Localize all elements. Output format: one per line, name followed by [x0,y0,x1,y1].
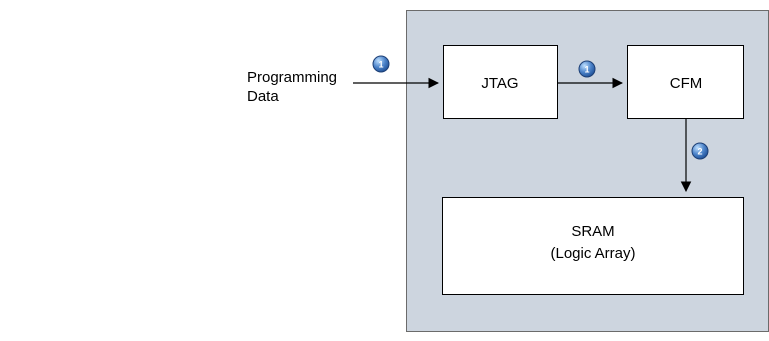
step-badge-input: 1 [372,55,390,73]
sram-label-line2: (Logic Array) [550,245,635,262]
cfm-label: CFM [670,75,703,92]
sram-label-line1: SRAM [571,223,614,240]
programming-data-label-line2: Data [247,88,279,105]
sram-block [442,197,744,295]
step-number-jtag-to-cfm: 1 [584,64,589,74]
jtag-block [443,45,558,119]
step-badge-jtag-to-cfm: 1 [578,60,596,78]
step-number-input: 1 [378,59,383,69]
programming-data-label-line1: Programming [247,69,337,86]
step-number-cfm-to-sram: 2 [697,146,702,156]
cfm-block [627,45,744,119]
step-badge-cfm-to-sram: 2 [691,142,709,160]
jtag-label: JTAG [481,75,518,92]
